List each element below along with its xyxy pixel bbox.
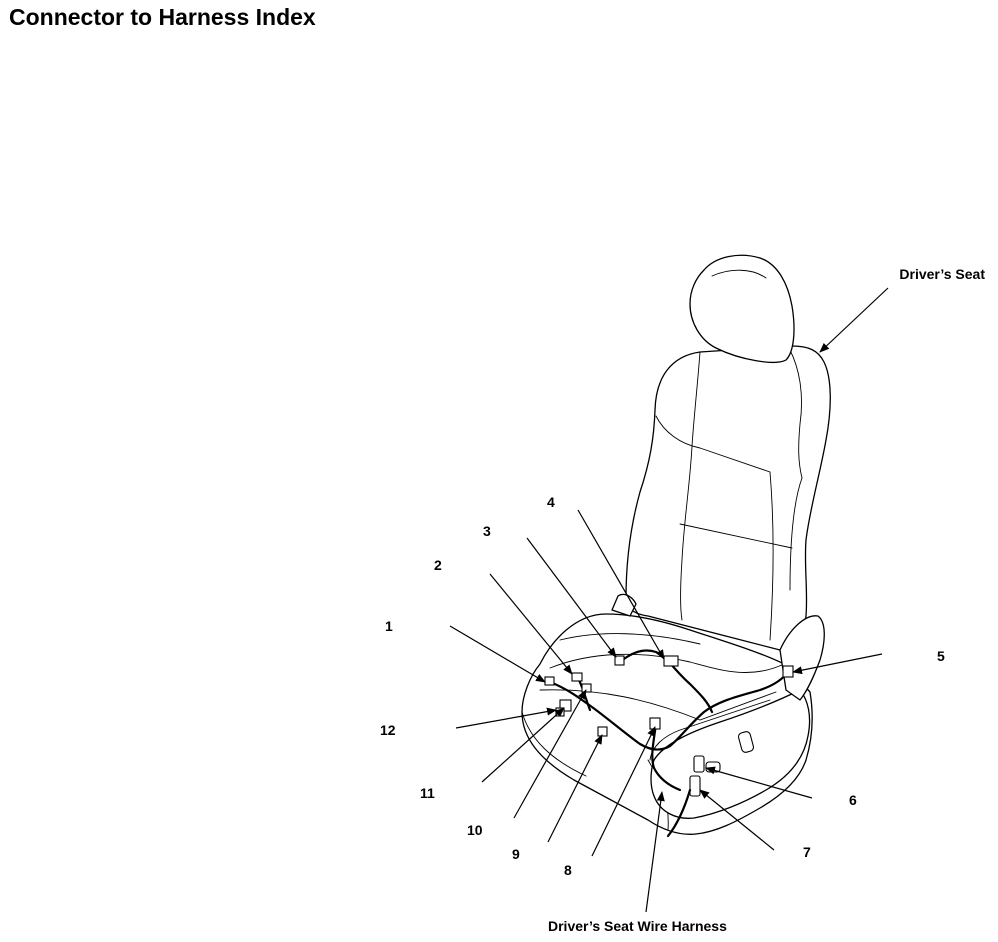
- leader-1: [449, 625, 546, 683]
- label-drivers-seat: Driver’s Seat: [899, 266, 985, 282]
- connector-3: [614, 655, 625, 666]
- callout-4: 4: [547, 494, 555, 510]
- connector-1: [544, 676, 555, 686]
- connector-2: [571, 672, 583, 682]
- leader-seat: [819, 287, 889, 353]
- callout-1: 1: [385, 618, 393, 634]
- connector-11: [559, 699, 572, 712]
- connector-10: [581, 683, 592, 693]
- leader-4: [577, 509, 665, 660]
- callout-12: 12: [380, 722, 396, 738]
- leader-10: [513, 689, 587, 819]
- connector-4: [663, 655, 679, 667]
- callout-7: 7: [803, 844, 811, 860]
- callout-9: 9: [512, 846, 520, 862]
- leader-lines: [449, 287, 889, 913]
- leader-12: [455, 707, 557, 729]
- driver-seat-illustration: [521, 254, 831, 835]
- callout-8: 8: [564, 862, 572, 878]
- leader-3: [526, 537, 617, 658]
- callout-11: 11: [420, 785, 435, 801]
- label-drivers-seat-wire-harness: Driver’s Seat Wire Harness: [548, 918, 727, 934]
- callout-10: 10: [467, 822, 483, 838]
- leader-6: [705, 766, 813, 799]
- connector-9: [597, 726, 608, 737]
- callout-5: 5: [937, 648, 945, 664]
- leader-5: [792, 653, 883, 675]
- leader-8: [591, 726, 656, 857]
- leader-7: [699, 789, 775, 851]
- headrest: [689, 254, 795, 363]
- leader-11: [481, 707, 565, 783]
- leader-2: [489, 573, 573, 675]
- seatback: [625, 345, 831, 651]
- leader-9: [547, 734, 603, 843]
- callout-6: 6: [849, 792, 857, 808]
- page-title: Connector to Harness Index: [9, 4, 316, 30]
- callout-3: 3: [483, 523, 491, 539]
- callout-2: 2: [434, 557, 442, 573]
- leader-harness: [645, 791, 665, 913]
- callout-numbers: 1 2 3 4 5 6 7 8 9 10 11 12: [380, 494, 945, 878]
- connector-5: [782, 665, 794, 678]
- harness-main-wire: [548, 670, 790, 751]
